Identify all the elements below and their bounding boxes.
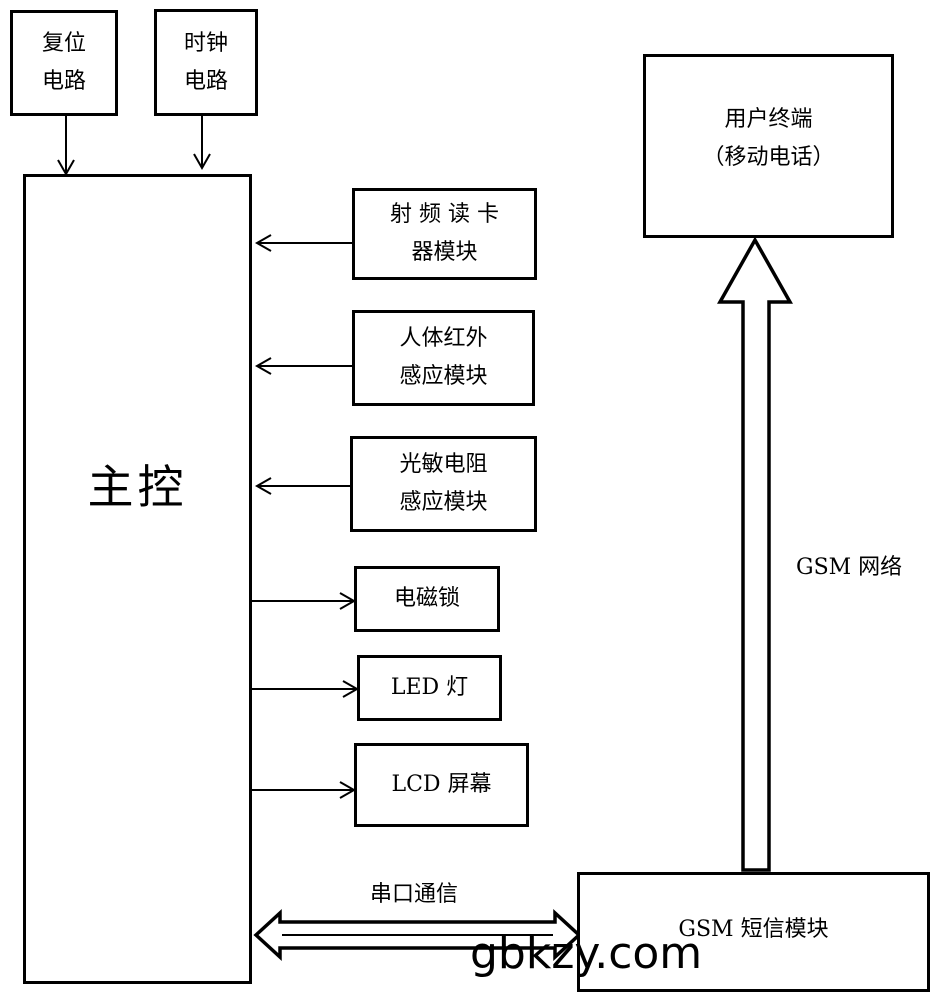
pir-sensor-label-line1: 人体红外 bbox=[399, 326, 488, 351]
photoresistor-to-main-arrow bbox=[254, 477, 350, 495]
watermark-text: gbkzy.com bbox=[470, 928, 703, 979]
clock-circuit-box: 时钟 电路 bbox=[154, 9, 258, 116]
reset-to-main-arrow bbox=[57, 116, 75, 177]
main-to-led-arrow bbox=[252, 680, 360, 698]
gsm-network-label: GSM 网络 bbox=[796, 555, 903, 580]
photoresistor-label-line1: 光敏电阻 bbox=[399, 452, 488, 477]
user-terminal-label-line1: 用户终端 bbox=[724, 107, 813, 132]
main-controller-label: 主控 bbox=[87, 460, 188, 514]
rf-reader-label-line2: 器模块 bbox=[411, 240, 478, 265]
reset-circuit-label-line1: 复位 bbox=[41, 31, 86, 56]
lcd-screen-label: LCD 屏幕 bbox=[391, 772, 492, 797]
main-controller-box: 主控 bbox=[23, 174, 252, 984]
gsm-network-arrow bbox=[717, 236, 793, 872]
rf-reader-label-line1: 射 频 读 卡 bbox=[390, 202, 499, 227]
pir-sensor-box: 人体红外 感应模块 bbox=[352, 310, 535, 406]
electromagnetic-lock-label: 电磁锁 bbox=[393, 586, 460, 611]
led-light-box: LED 灯 bbox=[357, 655, 502, 721]
lcd-screen-box: LCD 屏幕 bbox=[354, 743, 529, 827]
pir-sensor-label-line2: 感应模块 bbox=[399, 364, 488, 389]
user-terminal-label-line2: （移动电话） bbox=[702, 145, 835, 170]
led-light-label: LED 灯 bbox=[390, 675, 469, 700]
rf-reader-to-main-arrow bbox=[254, 234, 352, 252]
clock-circuit-label-line2: 电路 bbox=[183, 68, 228, 94]
gsm-module-label: GSM 短信模块 bbox=[678, 917, 829, 942]
rf-reader-box: 射 频 读 卡 器模块 bbox=[352, 188, 537, 280]
reset-circuit-box: 复位 电路 bbox=[10, 10, 118, 116]
serial-communication-label: 串口通信 bbox=[370, 882, 459, 907]
reset-circuit-label-line2: 电路 bbox=[41, 69, 86, 94]
photoresistor-label-line2: 感应模块 bbox=[399, 490, 488, 515]
user-terminal-box: 用户终端 （移动电话） bbox=[643, 54, 894, 238]
clock-to-main-arrow bbox=[193, 116, 211, 171]
pir-to-main-arrow bbox=[254, 357, 352, 375]
clock-circuit-label-line1: 时钟 bbox=[183, 30, 228, 56]
photoresistor-box: 光敏电阻 感应模块 bbox=[350, 436, 537, 532]
main-to-lock-arrow bbox=[252, 592, 357, 610]
electromagnetic-lock-box: 电磁锁 bbox=[354, 566, 500, 632]
main-to-lcd-arrow bbox=[252, 781, 357, 799]
gsm-module-box: GSM 短信模块 bbox=[577, 872, 930, 992]
